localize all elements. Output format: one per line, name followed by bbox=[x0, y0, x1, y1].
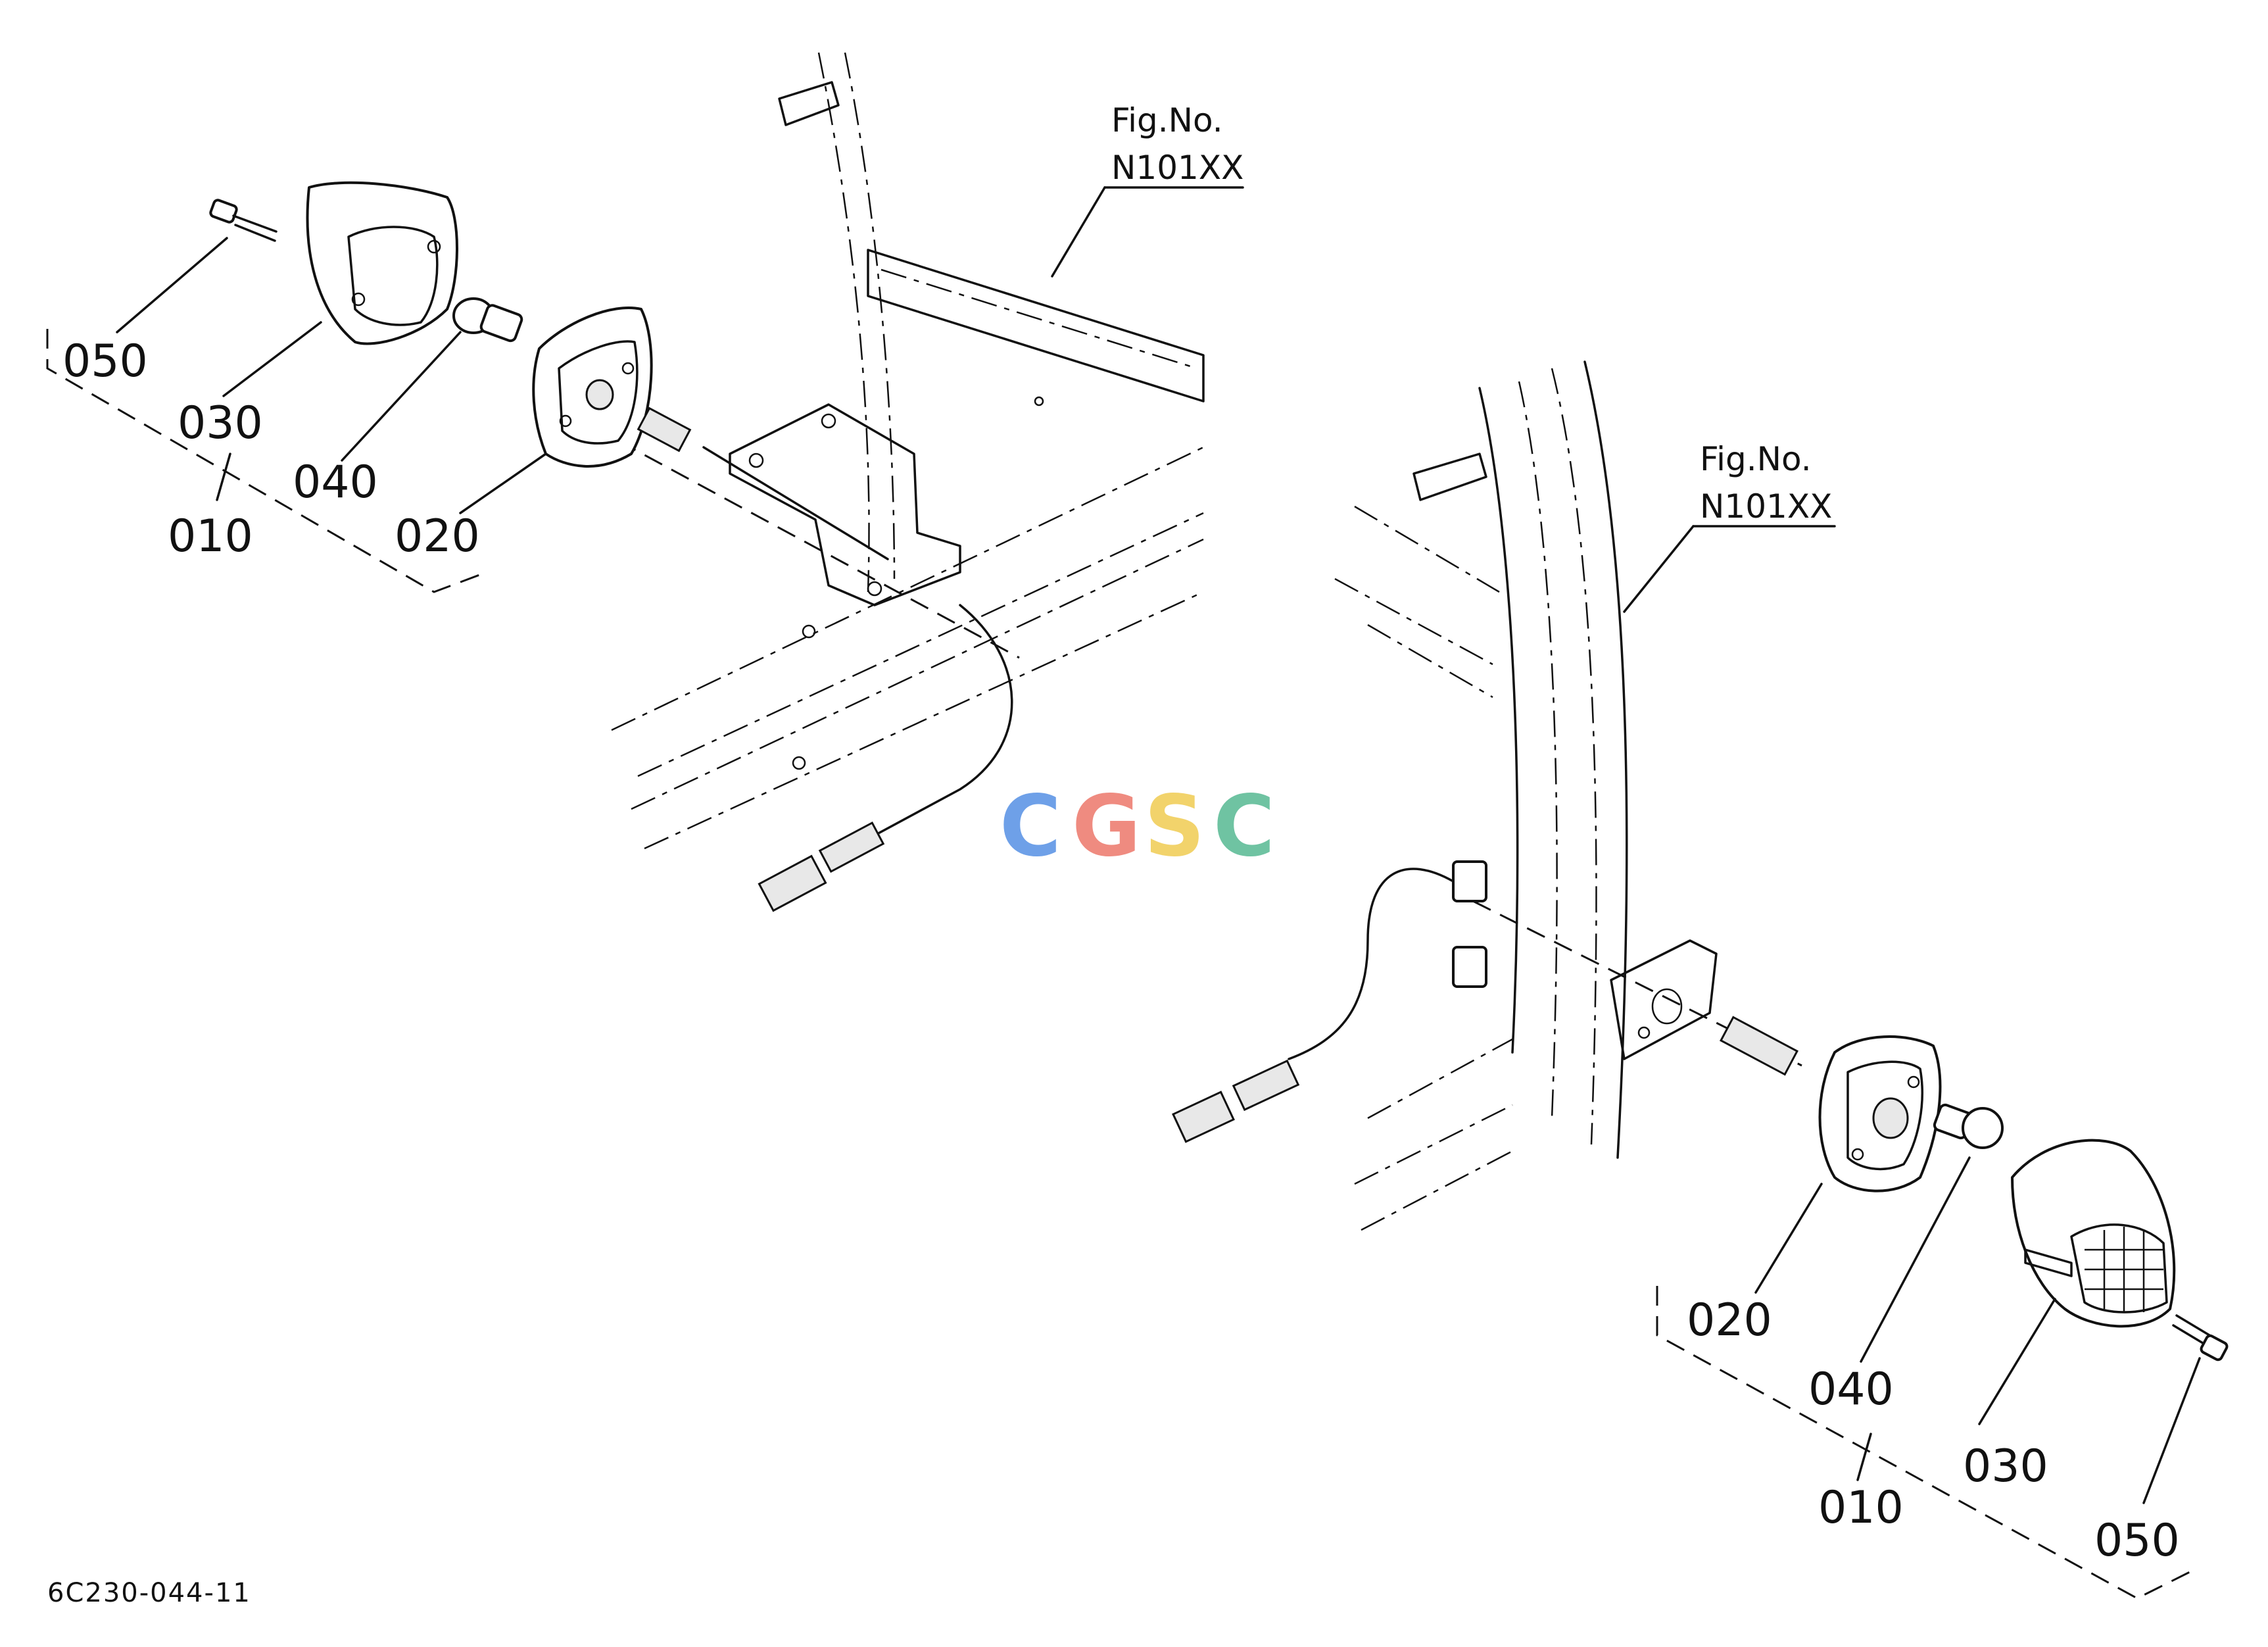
left-leaders bbox=[116, 237, 547, 514]
right-callout-040[interactable]: 040 bbox=[1808, 1364, 1894, 1415]
right-frame bbox=[1334, 360, 1718, 1231]
right-housing-020 bbox=[1818, 1035, 1942, 1192]
diagram-code: 6C230-044-11 bbox=[47, 1578, 251, 1608]
right-screw-050 bbox=[2172, 1314, 2229, 1362]
right-fig-label-line2: N101XX bbox=[1700, 487, 1832, 526]
left-assembly: Fig.No. N101XX 050 030 040 020 010 bbox=[46, 52, 1244, 912]
left-callout-050[interactable]: 050 bbox=[62, 335, 148, 387]
left-frame bbox=[611, 52, 1205, 850]
left-screw-050 bbox=[209, 199, 277, 242]
right-bulb-040 bbox=[1933, 1103, 2004, 1149]
left-callout-010[interactable]: 010 bbox=[168, 510, 253, 562]
left-housing-020 bbox=[532, 307, 692, 468]
right-fig-ref: Fig.No. N101XX bbox=[1623, 440, 1836, 613]
right-callout-050[interactable]: 050 bbox=[2094, 1515, 2180, 1567]
left-lens-030 bbox=[306, 181, 458, 345]
left-bulb-040 bbox=[452, 297, 523, 343]
left-fig-label-line1: Fig.No. bbox=[1111, 101, 1223, 139]
right-fig-label-line1: Fig.No. bbox=[1700, 440, 1812, 478]
right-harness bbox=[1172, 868, 1802, 1143]
left-fig-ref: Fig.No. N101XX bbox=[1051, 101, 1244, 278]
right-callout-020[interactable]: 020 bbox=[1687, 1294, 1772, 1346]
left-fig-label-line2: N101XX bbox=[1111, 149, 1243, 187]
watermark-letter-1: C bbox=[1000, 777, 1061, 875]
right-assembly: Fig.No. N101XX 020 040 030 010 050 bbox=[1172, 360, 2229, 1600]
watermark-logo: C G S C bbox=[1000, 777, 1275, 875]
left-callout-030[interactable]: 030 bbox=[178, 397, 263, 449]
left-callout-020[interactable]: 020 bbox=[395, 510, 480, 562]
right-callout-010[interactable]: 010 bbox=[1818, 1482, 1904, 1534]
right-lens-030 bbox=[2011, 1139, 2176, 1328]
right-callout-030[interactable]: 030 bbox=[1963, 1440, 2048, 1492]
left-callout-040[interactable]: 040 bbox=[293, 456, 378, 508]
watermark-letter-2: G bbox=[1072, 777, 1141, 875]
left-harness bbox=[617, 439, 1020, 912]
watermark-letter-3: S bbox=[1144, 777, 1205, 875]
watermark-letter-4: C bbox=[1213, 777, 1275, 875]
left-kit-bracket bbox=[46, 329, 487, 593]
right-leaders bbox=[1754, 1156, 2201, 1504]
